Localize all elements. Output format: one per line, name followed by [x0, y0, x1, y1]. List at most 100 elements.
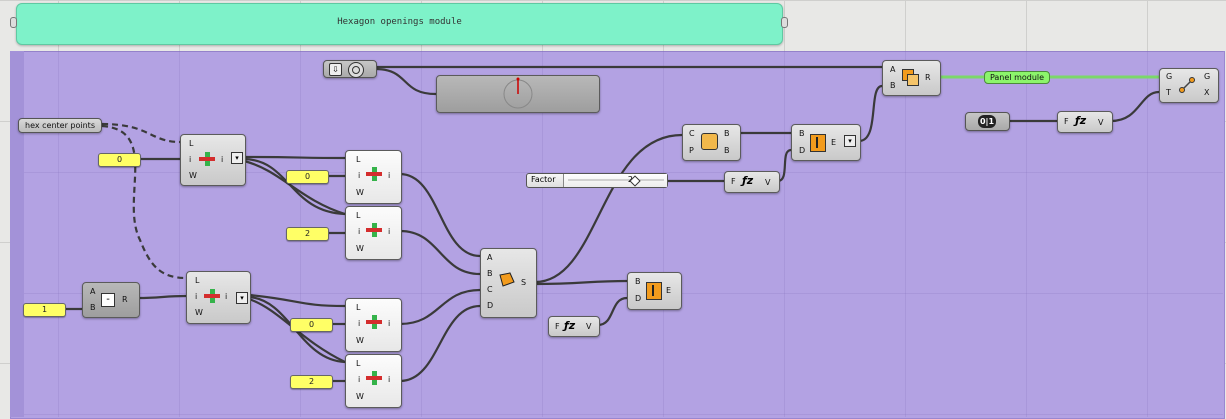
solid-union-component[interactable]: A B R — [882, 60, 941, 96]
wire-item2-B — [399, 229, 481, 276]
list-item-component-a[interactable]: L i W i — [345, 150, 402, 204]
pin-i-out: i — [388, 319, 391, 328]
pin-S: S — [521, 278, 527, 287]
expression-component-2[interactable]: F ƒz V — [548, 316, 600, 337]
pin-R: R — [122, 295, 128, 304]
group-title-text: Hexagon openings module — [337, 17, 462, 27]
wire-expr-extrude — [777, 148, 792, 183]
wire-item4-D — [399, 304, 481, 383]
wire-s-pipe — [534, 133, 683, 284]
chevron-down-icon: ▾ — [844, 135, 856, 147]
pin-B: B — [890, 81, 896, 90]
pin-B: B — [799, 129, 805, 138]
number-panel-4[interactable]: 1 — [23, 303, 66, 317]
four-point-surface-component[interactable]: A B C D S — [480, 248, 537, 318]
pin-L: L — [356, 211, 361, 220]
four-point-surface-icon — [499, 272, 515, 287]
number-panel-1[interactable]: 0 — [98, 153, 141, 167]
pin-L: L — [356, 155, 361, 164]
pin-X: X — [1204, 88, 1210, 97]
extrude-icon — [810, 134, 826, 152]
pin-R: R — [925, 73, 931, 82]
pin-A: A — [90, 287, 96, 296]
pin-G: G — [1166, 72, 1173, 81]
list-item-icon — [199, 152, 215, 166]
extrude-icon — [646, 282, 662, 300]
pipeline-component[interactable]: ⇩ — [323, 60, 377, 78]
number-panel-3[interactable]: 2 — [286, 227, 329, 241]
hex-center-points-param[interactable]: hex center points — [18, 118, 102, 133]
pipeline-icon — [348, 62, 364, 78]
wire-item3-C — [399, 288, 481, 326]
wire-extrude-union — [858, 84, 883, 143]
pin-i-out: i — [225, 292, 228, 301]
list-item-icon — [366, 223, 382, 237]
subtract-icon: - — [101, 293, 115, 307]
subtract-component[interactable]: A B - R — [82, 282, 140, 318]
list-item-component-b[interactable]: L i W i — [345, 206, 402, 260]
number-panel-6[interactable]: 2 — [290, 375, 333, 389]
pin-i-out: i — [388, 375, 391, 384]
pin-W: W — [356, 392, 364, 401]
pin-B: B — [90, 303, 96, 312]
custom-preview-component[interactable] — [436, 75, 600, 113]
number-panel-5[interactable]: 0 — [290, 318, 333, 332]
pin-B-out: B — [724, 129, 730, 138]
pin-L: L — [195, 276, 200, 285]
toggle-icon: 0|1 — [978, 115, 996, 128]
extrude-component-2[interactable]: B D E — [627, 272, 682, 310]
group-left-knob[interactable] — [10, 17, 17, 28]
pin-G-out: G — [1204, 72, 1211, 81]
pin-i-out: i — [221, 155, 224, 164]
wire-expr2-extrude2 — [597, 296, 628, 327]
wire-expr-transform — [1110, 90, 1160, 123]
transform-icon — [1179, 77, 1195, 93]
purple-group-grid — [10, 51, 1223, 417]
wire-list1-c — [243, 159, 346, 216]
list-item-icon — [366, 371, 382, 385]
wire-pipeline-display — [374, 67, 437, 96]
pin-W: W — [356, 188, 364, 197]
list-item-component-1[interactable]: L i W i ▾ — [180, 134, 246, 186]
group-right-knob[interactable] — [781, 17, 788, 28]
pin-i: i — [189, 155, 192, 164]
pin-L: L — [189, 139, 194, 148]
expression-component-1[interactable]: F ƒz V — [724, 171, 780, 193]
transform-component[interactable]: G T G X — [1159, 68, 1219, 103]
pin-E: E — [666, 286, 672, 295]
extrude-component-1[interactable]: B D E ▾ — [791, 124, 861, 161]
list-item-component-c[interactable]: L i W i — [345, 298, 402, 352]
panel-module-param[interactable]: Panel module — [984, 71, 1050, 84]
pin-A: A — [890, 65, 896, 74]
pin-i: i — [358, 375, 361, 384]
list-item-component-2[interactable]: L i W i ▾ — [186, 271, 251, 324]
factor-slider[interactable]: Factor 2 — [526, 173, 668, 188]
list-item-component-d[interactable]: L i W i — [345, 354, 402, 408]
pin-i: i — [195, 292, 198, 301]
expression-component-3[interactable]: F ƒz V — [1057, 111, 1113, 133]
group-title-box[interactable]: Hexagon openings module — [16, 3, 783, 45]
expression-icon: ƒz — [564, 319, 576, 332]
pin-D: D — [487, 301, 494, 310]
pin-B: B — [487, 269, 493, 278]
pin-B-out2: B — [724, 146, 730, 155]
pipeline-arrow-icon: ⇩ — [329, 63, 342, 76]
pin-V: V — [765, 178, 771, 187]
expression-icon: ƒz — [1075, 114, 1087, 127]
wire-list2-a — [248, 293, 346, 308]
pin-C: C — [689, 129, 695, 138]
purple-group-edge — [10, 51, 24, 417]
pin-F: F — [1064, 117, 1069, 126]
expression-icon: ƒz — [742, 174, 754, 187]
pipe-component[interactable]: C P B B — [682, 124, 741, 161]
pipe-icon — [701, 133, 718, 150]
toggle-component[interactable]: 0|1 — [965, 112, 1010, 131]
solid-union-icon — [902, 69, 919, 86]
pin-W: W — [356, 336, 364, 345]
wire-hex-list2 — [101, 124, 187, 280]
slider-track[interactable] — [563, 174, 667, 187]
pin-V: V — [1098, 118, 1104, 127]
purple-group[interactable] — [10, 51, 1225, 419]
number-panel-2[interactable]: 0 — [286, 170, 329, 184]
